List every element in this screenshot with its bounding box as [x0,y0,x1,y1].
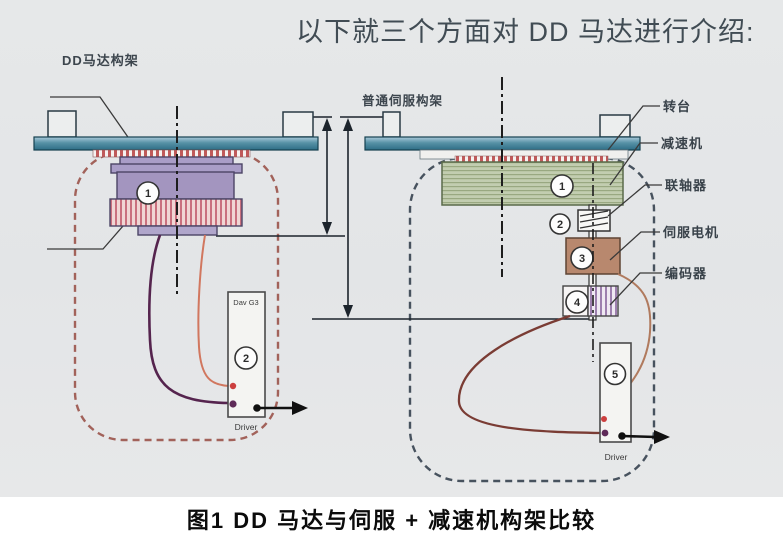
right-diagram-title: 普通伺服构架 [362,94,444,108]
left-signal-wire [197,234,230,387]
right-callout-5-circle [603,362,627,386]
left-motor-body [116,171,235,200]
figure-caption: 图1 DD 马达与伺服 + 减速机构架比较 [186,508,597,533]
left-bearing-strip [92,149,251,158]
intro-heading: 以下就三个方面对 DD 马达进行介绍: [296,17,755,47]
right-callout-3-number: 3 [579,253,585,265]
figure-scan-area: 以下就三个方面对 DD 马达进行介绍: DD马达构架 普通伺服构架 [0,0,783,497]
left-callout-2-number: 2 [243,353,249,365]
right-driver-box [599,342,632,443]
label-turntable: 转台 [663,99,691,114]
left-title-leader-line [50,96,131,141]
dimension-lines [216,116,593,320]
right-power-wire [457,314,602,435]
right-callout-5-number: 5 [612,369,618,381]
left-terminal-purple-dot [229,400,237,408]
left-callout-1-number: 1 [145,188,151,200]
label-coupling: 联轴器 [665,178,707,193]
left-terminal-red-dot [229,382,237,390]
right-output-arrow-line [621,434,657,439]
right-turntable-tab [382,111,401,138]
right-terminal-red-dot [601,416,607,422]
right-callout-4-number: 4 [574,297,581,309]
right-bearing-strip [454,155,609,163]
dimension-arrowheads [322,118,353,318]
left-driver-caption-text: Driver [235,422,258,432]
right-callout-4-circle [565,290,589,314]
left-callout-2-circle [234,346,258,370]
right-terminal-purple-dot [601,429,609,437]
left-turntable-tab [47,110,77,138]
right-coupling-hatch [579,210,609,229]
left-callout-1-circle [136,181,160,205]
label-servo-motor: 伺服电机 [662,225,719,240]
part-leader-lines [607,105,662,306]
right-turntable-tab [599,114,631,138]
right-reducer-block [441,161,624,206]
left-turntable-tab [282,111,314,138]
left-stator-leader-line [47,217,131,250]
right-driver-caption-text: Driver [605,452,628,462]
left-output-arrowhead [292,401,308,415]
right-output-arrowhead [654,430,670,444]
label-encoder: 编码器 [665,266,707,281]
label-reducer: 减速机 [661,136,703,151]
left-power-wire [148,234,230,405]
left-diagram-title: DD马达构架 [62,53,139,68]
right-callout-2-circle [549,213,571,235]
left-driver-model-text: Dav G3 [233,298,258,307]
comparison-diagram: Dav G3 Driver 1 2 [33,77,719,483]
right-callout-1-circle [550,174,574,198]
right-callout-2-number: 2 [557,219,563,231]
right-callout-1-number: 1 [559,181,565,193]
